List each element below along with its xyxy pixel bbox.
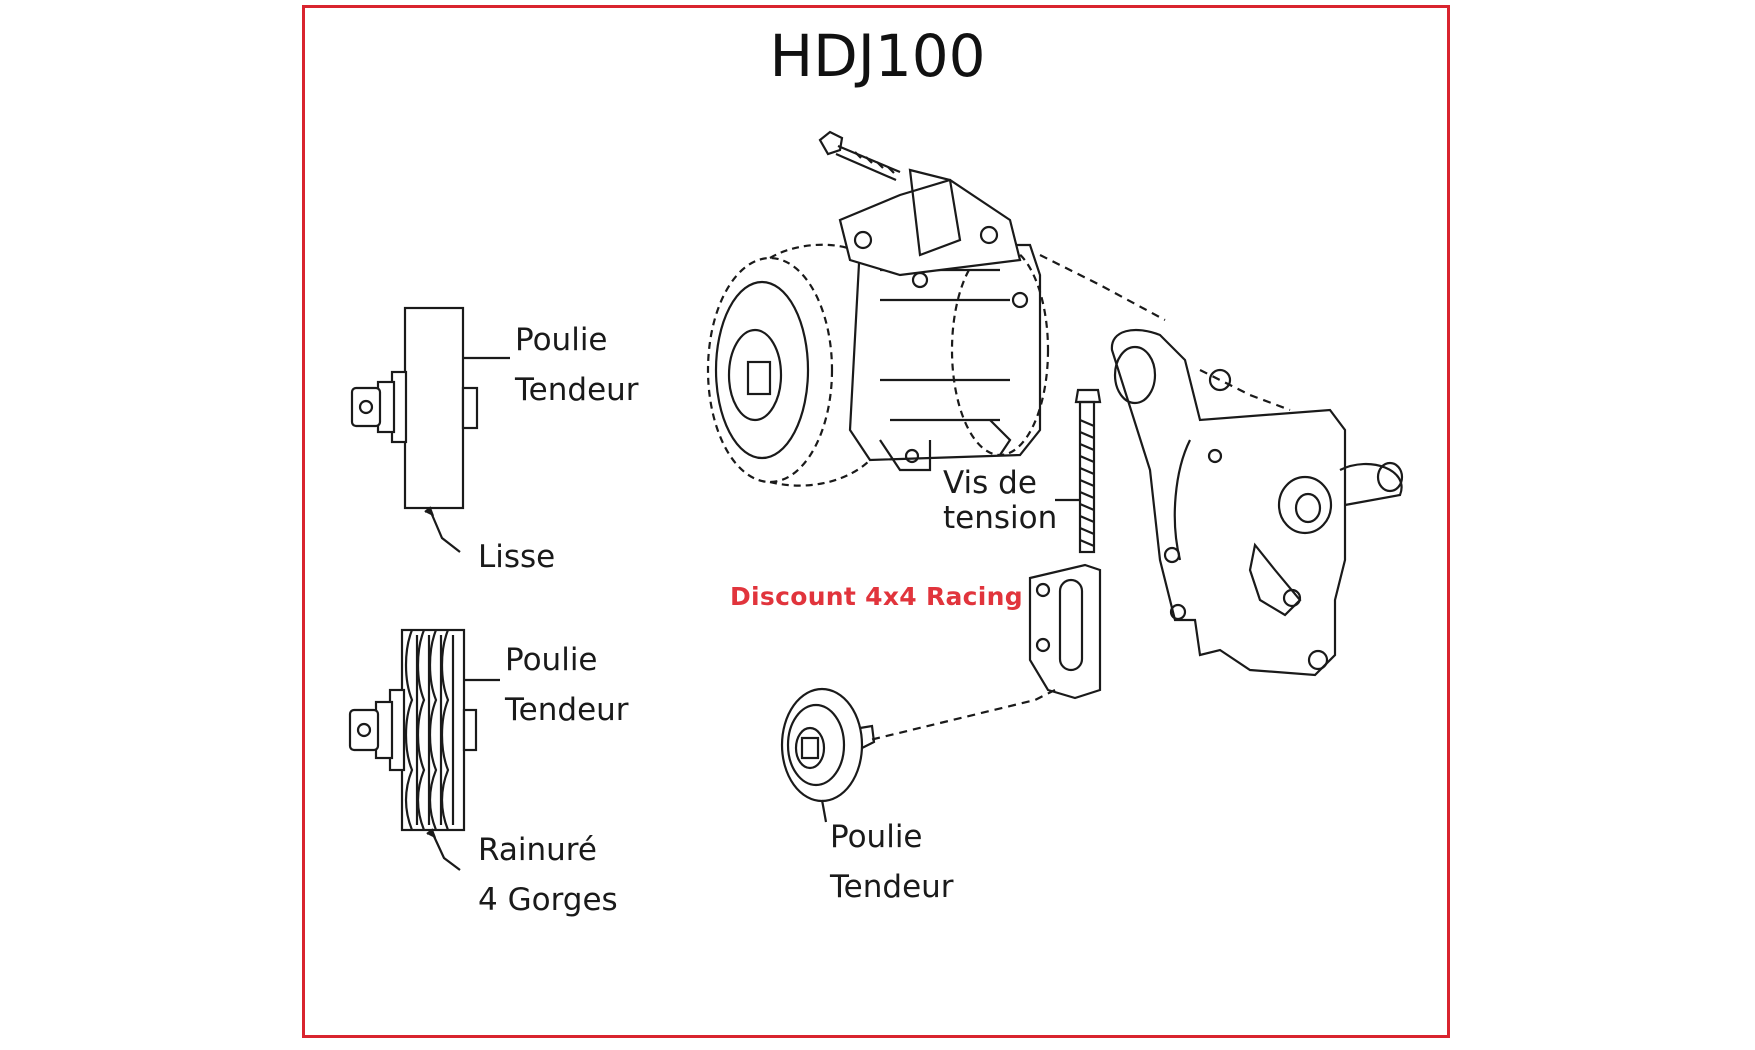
mounting-bracket-drawing	[1110, 328, 1404, 677]
label-screw-line1: Vis de	[943, 465, 1037, 501]
tensioner-bracket-drawing	[869, 563, 1102, 742]
smooth-pulley-drawing	[350, 306, 510, 553]
label-bottom-pulley-line2: Tendeur	[830, 869, 954, 905]
label-smooth: Lisse	[478, 539, 556, 575]
diagram-title: HDJ100	[769, 22, 986, 90]
label-grooved-pulley-line1: Poulie	[505, 642, 598, 678]
bottom-pulley-drawing	[780, 687, 876, 823]
label-top-pulley-line2: Tendeur	[515, 372, 639, 408]
diagram-frame	[302, 5, 1450, 1038]
label-screw-line2: tension	[943, 500, 1058, 536]
grooved-pulley-drawing	[348, 628, 500, 871]
label-grooved-pulley-line2: Tendeur	[505, 692, 629, 728]
label-bottom-pulley-line1: Poulie	[830, 819, 923, 855]
compressor-drawing	[706, 130, 1291, 487]
tension-screw-drawing	[1055, 388, 1102, 554]
watermark: Discount 4x4 Racing	[730, 582, 1023, 611]
label-grooved-line2: 4 Gorges	[478, 882, 618, 918]
label-grooved-line1: Rainuré	[478, 832, 597, 868]
label-top-pulley-line1: Poulie	[515, 322, 608, 358]
